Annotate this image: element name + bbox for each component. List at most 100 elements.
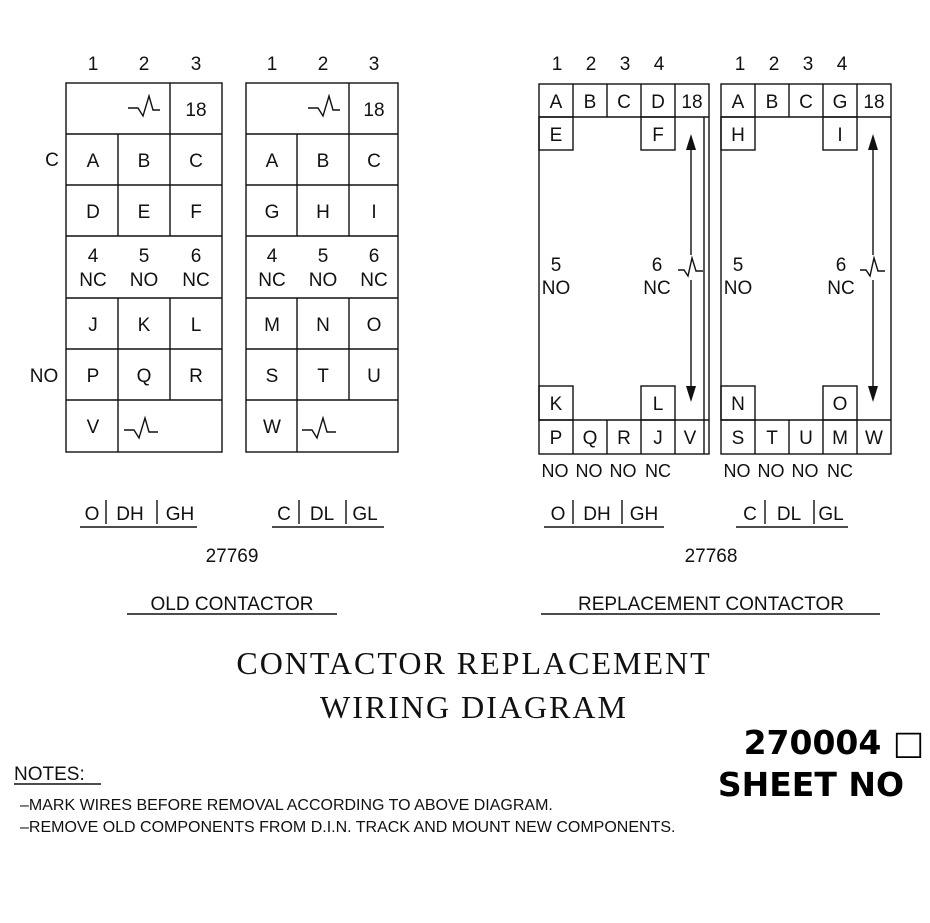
repl-right-contact-6-type: NC — [827, 278, 854, 299]
old-right-col-2: 2 — [318, 54, 329, 75]
diagram-title-line-1: CONTACTOR REPLACEMENT — [236, 645, 711, 681]
old-right-contact-6: 6 — [369, 246, 380, 267]
old-right-contact-5-type: NO — [309, 270, 338, 291]
old-left-contact-6-type: NC — [182, 270, 209, 291]
repl-code-dh: DH — [583, 504, 610, 525]
old-left-cell-e: E — [138, 202, 151, 223]
repl-right-cell-n: N — [731, 394, 745, 415]
repl-right-cell-w: W — [865, 428, 883, 449]
old-code-gl: GL — [352, 504, 377, 525]
old-right-contact-4-type: NC — [258, 270, 285, 291]
repl-left-below-4: NC — [645, 461, 671, 481]
old-left-cell-p: P — [87, 366, 100, 387]
old-left-cell-f: F — [190, 202, 202, 223]
old-code-dh: DH — [116, 504, 143, 525]
repl-left-col-1: 1 — [552, 54, 563, 75]
repl-left-below-3: NO — [610, 461, 637, 481]
old-contactor-caption: OLD CONTACTOR — [151, 594, 314, 615]
repl-right-cell-b: B — [766, 92, 779, 113]
old-right-cell-c: C — [367, 151, 381, 172]
old-contactor: 1 2 3 1 2 3 C NO 18 A B C — [30, 54, 399, 615]
old-right-cell-a: A — [266, 151, 279, 172]
old-left-codes: O DH GH — [80, 500, 197, 528]
old-right-block-grid — [245, 82, 399, 453]
note-line-1: –MARK WIRES BEFORE REMOVAL ACCORDING TO … — [20, 797, 553, 814]
repl-contactor-caption: REPLACEMENT CONTACTOR — [578, 594, 844, 615]
repl-right-cell-u: U — [799, 428, 813, 449]
repl-left-col-3: 3 — [620, 54, 631, 75]
old-left-cell-18: 18 — [185, 100, 206, 121]
repl-code-o: O — [551, 504, 566, 525]
repl-left-cell-a: A — [550, 92, 563, 113]
old-left-contact-4-type: NC — [79, 270, 106, 291]
repl-right-cell-18: 18 — [863, 92, 884, 113]
repl-left-contact-6: 6 — [652, 255, 663, 276]
repl-right-arrow-up — [868, 134, 878, 150]
repl-left-cell-f: F — [652, 125, 664, 146]
repl-left-col-4: 4 — [654, 54, 665, 75]
old-side-label-c: C — [45, 150, 59, 171]
old-left-cell-j: J — [88, 315, 98, 336]
repl-right-contact-5: 5 — [733, 255, 744, 276]
repl-left-cell-p: P — [550, 428, 563, 449]
repl-part-number: 27768 — [685, 546, 738, 567]
old-left-cell-c: C — [189, 151, 203, 172]
repl-left-cell-l: L — [653, 394, 664, 415]
repl-right-cell-h: H — [731, 125, 745, 146]
old-left-cell-r: R — [189, 366, 203, 387]
old-right-col-3: 3 — [369, 54, 380, 75]
sheet-number: 270004 □ — [744, 723, 924, 762]
repl-left-cell-v: V — [684, 428, 697, 449]
old-right-cell-t: T — [317, 366, 329, 387]
old-left-contact-symbol-bottom — [124, 415, 158, 440]
repl-right-cell-g: G — [833, 92, 848, 113]
repl-left-col-2: 2 — [586, 54, 597, 75]
repl-right-cell-a: A — [732, 92, 745, 113]
old-right-cell-g: G — [265, 202, 280, 223]
old-right-cell-n: N — [316, 315, 330, 336]
repl-left-cell-k: K — [550, 394, 563, 415]
repl-left-cell-q: Q — [583, 428, 598, 449]
old-left-col-3: 3 — [191, 54, 202, 75]
repl-right-arrow-down — [868, 386, 878, 402]
repl-right-contact-6: 6 — [836, 255, 847, 276]
old-right-codes: C DL GL — [272, 500, 384, 528]
repl-code-c: C — [743, 504, 757, 525]
repl-right-below-1: NO — [724, 461, 751, 481]
old-right-contact-5: 5 — [318, 246, 329, 267]
old-right-cell-o: O — [367, 315, 382, 336]
repl-code-gh: GH — [630, 504, 659, 525]
repl-left-codes: O DH GH — [544, 500, 664, 528]
old-right-cell-18: 18 — [363, 100, 384, 121]
repl-left-cell-c: C — [617, 92, 631, 113]
old-right-cell-u: U — [367, 366, 381, 387]
old-left-col-1: 1 — [88, 54, 99, 75]
old-left-cell-d: D — [86, 202, 100, 223]
old-right-contact-symbol-top — [308, 93, 340, 118]
old-left-cell-q: Q — [137, 366, 152, 387]
repl-right-cell-s: S — [732, 428, 745, 449]
old-left-contact-4: 4 — [88, 246, 99, 267]
repl-left-cell-e: E — [550, 125, 563, 146]
old-code-o: O — [85, 504, 100, 525]
old-right-cell-b: B — [317, 151, 330, 172]
repl-left-cell-d: D — [651, 92, 665, 113]
repl-right-col-3: 3 — [803, 54, 814, 75]
old-right-cell-w: W — [263, 417, 281, 438]
repl-right-cell-c: C — [799, 92, 813, 113]
repl-left-cell-b: B — [584, 92, 597, 113]
notes-heading: NOTES: — [14, 764, 85, 785]
repl-left-contact-symbol — [678, 255, 703, 278]
repl-right-cell-o: O — [833, 394, 848, 415]
old-right-contact-4: 4 — [267, 246, 278, 267]
repl-right-codes: C DL GL — [736, 500, 848, 528]
old-left-block-grid — [65, 82, 223, 453]
old-code-c: C — [277, 504, 291, 525]
repl-right-contact-symbol — [860, 255, 885, 278]
old-right-cell-i: I — [371, 202, 376, 223]
old-left-cell-a: A — [87, 151, 100, 172]
diagram-title-line-2: WIRING DIAGRAM — [320, 689, 628, 725]
old-left-col-2: 2 — [139, 54, 150, 75]
old-left-cell-l: L — [191, 315, 202, 336]
